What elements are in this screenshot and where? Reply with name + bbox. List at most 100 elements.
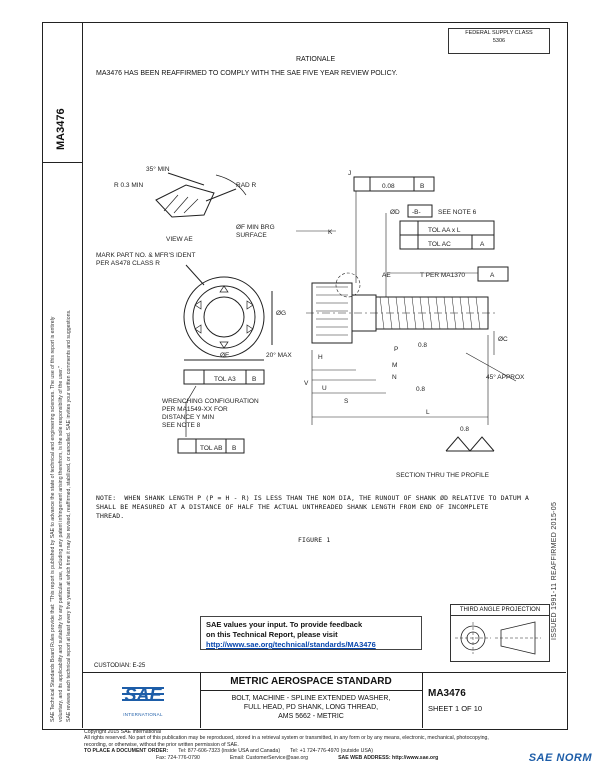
footer-tel-2: Tel: +1 724-776-4970 (outside USA) [290,748,373,755]
label-35-min: 35° MIN [146,165,170,173]
label-wrench-2: PER MA1549-XX FOR [162,406,228,413]
label-tol-aa: TOL AA x L [428,227,461,234]
label-surface-08-b: 0.8 [416,386,425,393]
thread-section-profile [445,436,495,452]
label-mark-1: MARK PART NO. & MFR'S IDENT [96,252,196,259]
title-block-description: BOLT, MACHINE - SPLINE EXTENDED WASHER, … [200,694,422,721]
datum-b-box [407,204,433,218]
custodian: CUSTODIAN: E-25 [94,663,146,669]
title-block-top-line [82,672,566,673]
label-datum-b: -B- [412,209,421,216]
rad-r-leader [205,188,237,202]
tol-a3-frame [183,369,265,385]
label-20-max: 20° MAX [266,351,292,359]
page-frame [42,22,568,730]
feedback-line-1: SAE values your input. To provide feedba… [206,620,363,629]
sae-logo: SAE INTERNATIONAL [122,683,164,717]
doc-number-divider [42,162,82,163]
label-j: J [348,170,351,177]
figure-note: NOTE: WHEN SHANK LENGTH P (P = H - R) IS… [96,494,556,521]
label-p: P [394,346,398,353]
label-mark-2: PER AS478 CLASS R [96,260,160,267]
label-runout-datum: B [420,183,424,190]
projection-label: THIRD ANGLE PROJECTION [451,605,549,616]
tol-ab-frame [177,438,245,454]
head-outer-circle [183,276,265,358]
label-tol-ac-datum: A [480,241,485,248]
footer-rights-2: recording, or otherwise, without the pri… [84,741,239,748]
footer-web[interactable]: SAE WEB ADDRESS: http://www.sae.org [338,754,439,761]
label-og: ØG [276,310,286,317]
issued-reaffirmed-vertical: ISSUED 1991-11 REAFFIRMED 2015-05 [551,501,558,640]
footer-fax: Fax: 724-776-0790 [156,754,200,761]
margin-text-2: voluntary, and its applicability and sui… [58,366,64,722]
tol-ac-frame [399,234,495,250]
feedback-link[interactable]: http://www.sae.org/technical/standards/M… [206,640,376,649]
angle-arc [215,174,247,196]
label-f-min: ØF MIN BRG [236,224,275,231]
view-ae-profile [155,184,215,218]
label-m: M [392,362,397,369]
label-45-approx: 45° APPROX [486,373,525,381]
sae-logo-text: SAE [124,685,162,705]
label-surface-08-c: 0.8 [460,426,469,433]
bolt-drawing: 35° MIN R 0.3 MIN RAD R VIEW AE ØF MIN B… [96,165,525,479]
sae-logo-icon: SAE [122,685,164,705]
label-rad-r: RAD R [236,182,257,189]
margin-text-1: SAE Technical Standards Board Rules prov… [50,316,56,722]
label-wrench-1: WRENCHING CONFIGURATION [162,398,259,405]
label-tol-a3-datum: B [252,376,256,383]
label-s: S [344,398,349,405]
label-wrench-3: DISTANCE Y MIN [162,414,214,421]
note-line-1: WHEN SHANK LENGTH P (P = H - R) IS LESS … [124,494,530,502]
federal-supply-value: 5306 [492,38,506,44]
label-0-08: 0.08 [382,183,395,190]
title-block-sheet: SHEET 1 OF 10 [428,704,483,713]
footer-order-label: TO PLACE A DOCUMENT ORDER: [84,748,169,755]
doc-number-vertical: MA3476 [55,108,67,150]
projection-symbol-icon [455,621,541,655]
title-block-header: METRIC AEROSPACE STANDARD [230,676,392,687]
label-ae: AE [382,272,391,279]
feedback-line-2: on this Technical Report, please visit [206,630,338,639]
label-tol-ab: TOL AB [200,445,222,452]
footer-email[interactable]: Email: CustomerService@sae.org [229,754,309,761]
projection-box: THIRD ANGLE PROJECTION [450,604,550,662]
description-line-3: AMS 5662 - METRIC [278,713,344,720]
label-tol-a3: TOL A3 [214,376,236,383]
note-line-2: SHALL BE MEASURED AT A DISTANCE OF HALF … [96,503,489,511]
label-u: U [322,385,327,392]
length-dimensions [312,369,488,418]
label-wrench-4: SEE NOTE 8 [162,422,201,429]
footer-rights: All rights reserved. No part of this pub… [84,735,489,742]
view-ae-hatch [163,194,199,214]
federal-supply-box: FEDERAL SUPPLY CLASS 5306 [448,28,550,54]
description-line-1: BOLT, MACHINE - SPLINE EXTENDED WASHER, [231,695,391,702]
mark-leader [185,264,205,286]
figure-caption: FIGURE 1 [298,536,331,544]
feedback-box: SAE values your input. To provide feedba… [200,616,422,650]
label-surface: SURFACE [236,232,267,239]
spline-circle [192,285,256,349]
footer-copyright: Copyright 2015 SAE International [84,729,161,735]
label-surface-08-a: 0.8 [418,342,427,349]
spline-teeth [194,285,254,349]
label-t-per: T PER MA1370 [420,272,465,279]
label-section-profile: SECTION THRU THE PROFILE [396,472,490,479]
sae-logo-sub: INTERNATIONAL [123,712,163,717]
margin-text-3: SAE reviews each technical report at lea… [66,309,72,723]
label-view-ae: VIEW AE [166,236,193,243]
note-label: NOTE: [96,494,117,502]
label-oc: ØC [498,336,508,343]
label-tol-ac: TOL AC [428,241,451,248]
head-inner-circle [203,296,245,338]
label-od: ØD [390,209,400,216]
title-block-doc-number: MA3476 [428,688,466,699]
label-datum-a: A [490,272,495,279]
angle-35-leader [167,172,205,186]
label-tol-ab-datum: B [232,445,236,452]
label-n: N [392,374,397,381]
label-k: K [328,229,333,236]
footer: Copyright 2015 SAE International All rig… [84,729,564,761]
label-l: L [426,409,430,416]
